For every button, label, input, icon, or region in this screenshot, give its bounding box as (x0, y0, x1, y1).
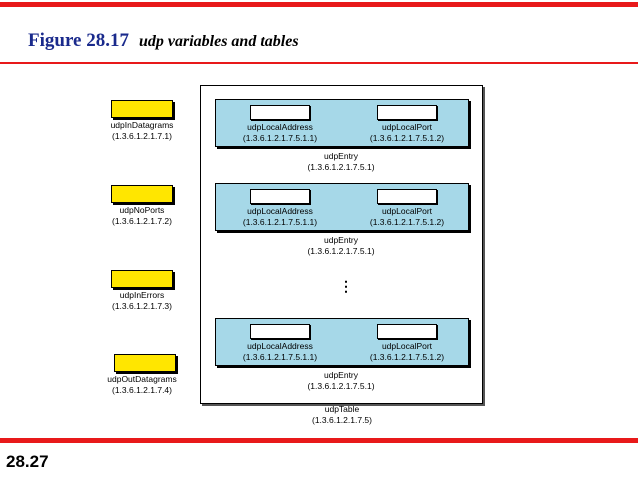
udp-entry-label: udpEntry (1.3.6.1.2.1.7.5.1) (281, 151, 401, 173)
variable-oid: (1.3.6.1.2.1.7.1) (111, 131, 172, 141)
column-oid: (1.3.6.1.2.1.7.5.1.2) (369, 133, 445, 143)
variable-name: udpNoPorts (119, 205, 165, 215)
figure-title: Figure 28.17 udp variables and tables (28, 30, 299, 52)
column-name: udpLocalAddress (247, 206, 313, 216)
local-port-cell (377, 189, 437, 204)
udp-entry-label: udpEntry (1.3.6.1.2.1.7.5.1) (281, 235, 401, 257)
variable-oid: (1.3.6.1.2.1.7.4) (111, 385, 172, 395)
local-address-cell (250, 189, 310, 204)
table-oid: (1.3.6.1.2.1.7.5) (311, 415, 372, 425)
figure-caption: udp variables and tables (138, 33, 299, 50)
variable-label-udpnoports: udpNoPorts (1.3.6.1.2.1.7.2) (96, 205, 188, 227)
variable-box-udpinerrors (111, 270, 173, 288)
top-red-bar (0, 2, 638, 7)
column-oid: (1.3.6.1.2.1.7.5.1.1) (242, 133, 318, 143)
more-entries-ellipsis: ⋮ (339, 278, 353, 294)
local-port-cell (377, 105, 437, 120)
column-oid: (1.3.6.1.2.1.7.5.1.2) (369, 217, 445, 227)
column-oid: (1.3.6.1.2.1.7.5.1.2) (369, 352, 445, 362)
figure-number: Figure 28.17 (28, 30, 129, 51)
entry-oid: (1.3.6.1.2.1.7.5.1) (307, 381, 375, 391)
variable-box-udpnoports (111, 185, 173, 203)
local-address-cell (250, 105, 310, 120)
local-port-label: udpLocalPort (1.3.6.1.2.1.7.5.1.2) (349, 341, 465, 363)
variable-name: udpInErrors (119, 290, 165, 300)
title-divider (0, 62, 638, 64)
local-address-cell (250, 324, 310, 339)
variable-name: udpOutDatagrams (107, 374, 177, 384)
udp-entry-row: udpLocalAddress (1.3.6.1.2.1.7.5.1.1) ud… (215, 318, 469, 366)
variable-label-udpoutdatagrams: udpOutDatagrams (1.3.6.1.2.1.7.4) (96, 374, 188, 396)
variable-label-udpinerrors: udpInErrors (1.3.6.1.2.1.7.3) (96, 290, 188, 312)
column-name: udpLocalPort (381, 341, 433, 351)
udp-entry-label: udpEntry (1.3.6.1.2.1.7.5.1) (281, 370, 401, 392)
local-address-label: udpLocalAddress (1.3.6.1.2.1.7.5.1.1) (222, 122, 338, 144)
entry-oid: (1.3.6.1.2.1.7.5.1) (307, 246, 375, 256)
column-name: udpLocalAddress (247, 341, 313, 351)
variable-oid: (1.3.6.1.2.1.7.2) (111, 216, 172, 226)
column-oid: (1.3.6.1.2.1.7.5.1.1) (242, 217, 318, 227)
entry-oid: (1.3.6.1.2.1.7.5.1) (307, 162, 375, 172)
slide-number: 28.27 (6, 452, 49, 471)
variable-box-udpindatagrams (111, 100, 173, 118)
entry-name: udpEntry (323, 151, 359, 161)
local-address-label: udpLocalAddress (1.3.6.1.2.1.7.5.1.1) (222, 341, 338, 363)
udp-entry-row: udpLocalAddress (1.3.6.1.2.1.7.5.1.1) ud… (215, 183, 469, 231)
variable-box-udpoutdatagrams (114, 354, 176, 372)
entry-name: udpEntry (323, 235, 359, 245)
column-name: udpLocalPort (381, 206, 433, 216)
local-address-label: udpLocalAddress (1.3.6.1.2.1.7.5.1.1) (222, 206, 338, 228)
bottom-red-bar (0, 438, 638, 443)
local-port-label: udpLocalPort (1.3.6.1.2.1.7.5.1.2) (349, 206, 465, 228)
column-oid: (1.3.6.1.2.1.7.5.1.1) (242, 352, 318, 362)
column-name: udpLocalPort (381, 122, 433, 132)
entry-name: udpEntry (323, 370, 359, 380)
table-name: udpTable (324, 404, 360, 414)
local-port-label: udpLocalPort (1.3.6.1.2.1.7.5.1.2) (349, 122, 465, 144)
variable-label-udpindatagrams: udpInDatagrams (1.3.6.1.2.1.7.1) (96, 120, 188, 142)
variable-name: udpInDatagrams (110, 120, 174, 130)
column-name: udpLocalAddress (247, 122, 313, 132)
udp-entry-row: udpLocalAddress (1.3.6.1.2.1.7.5.1.1) ud… (215, 99, 469, 147)
udp-table-label: udpTable (1.3.6.1.2.1.7.5) (282, 404, 402, 426)
udp-table-box: udpLocalAddress (1.3.6.1.2.1.7.5.1.1) ud… (200, 85, 483, 404)
local-port-cell (377, 324, 437, 339)
variable-oid: (1.3.6.1.2.1.7.3) (111, 301, 172, 311)
